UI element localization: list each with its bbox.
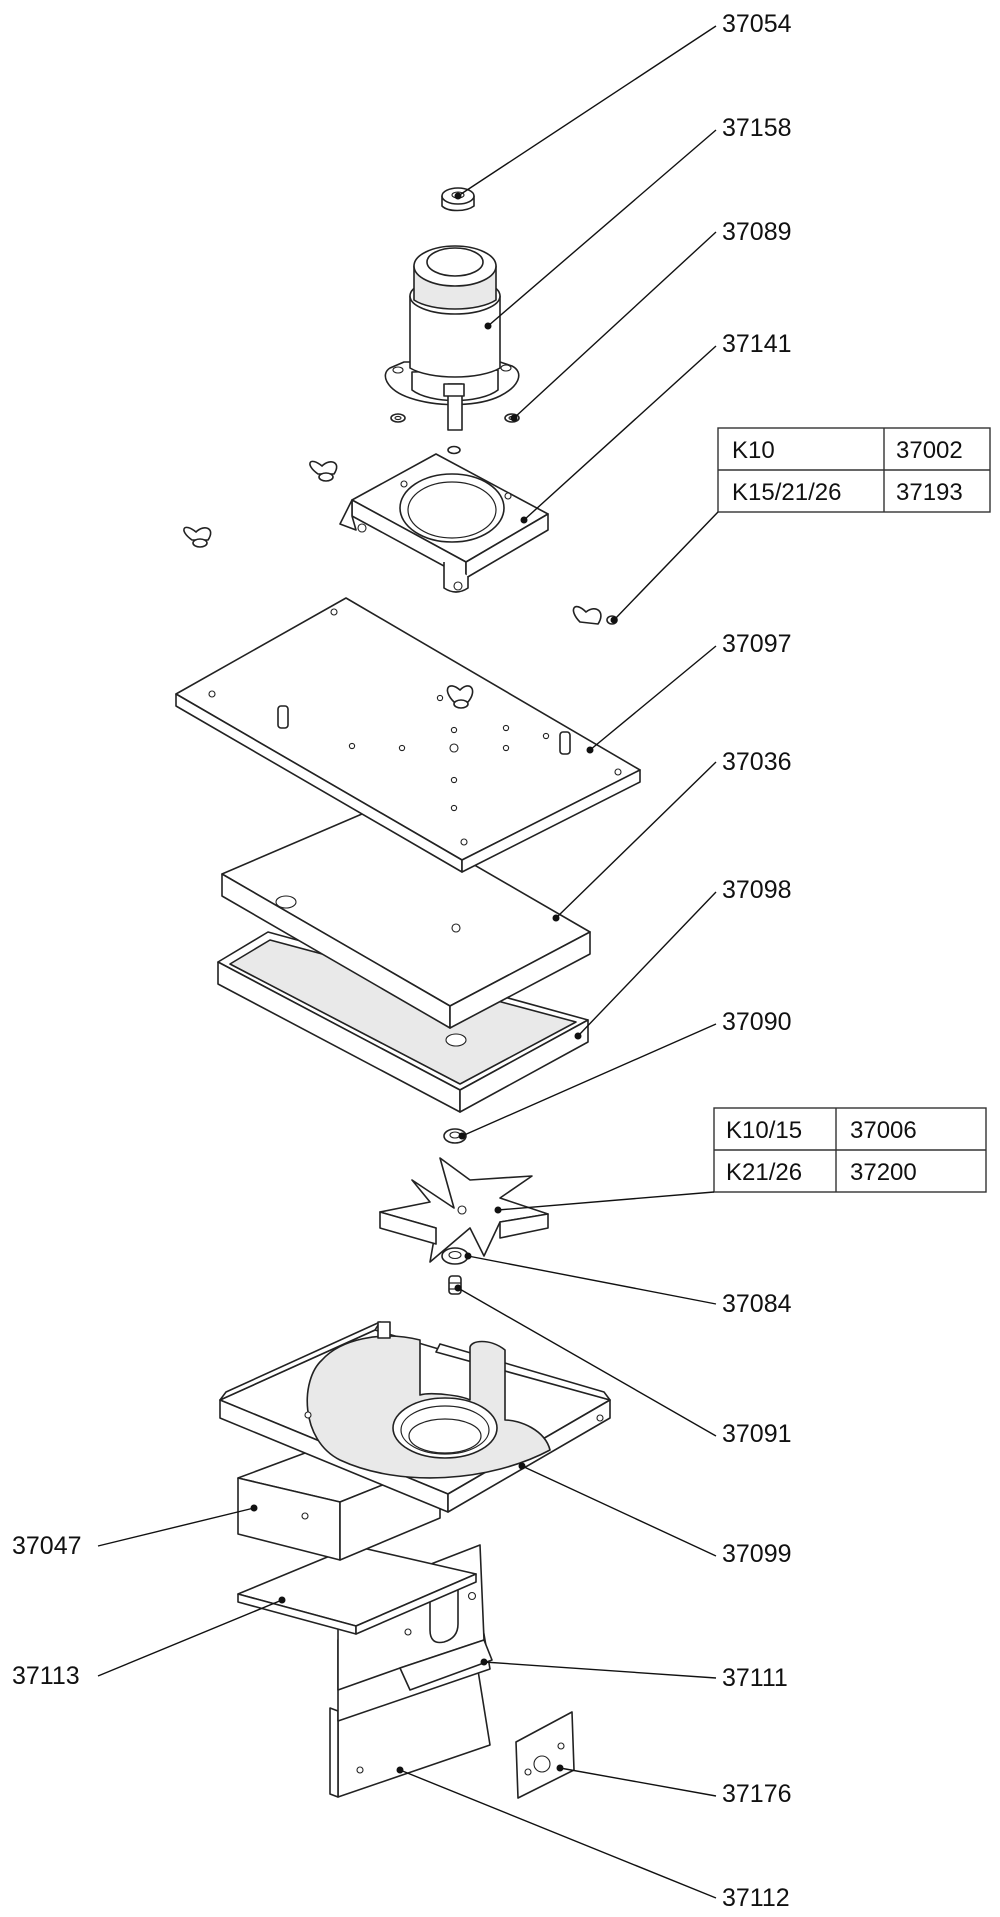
callout-layer: 37054 37158 37089 37141 37097 37036 37098 37090… xyxy=(12,10,792,1912)
part-number-label: 37089 xyxy=(722,218,792,246)
part-number-label: 37090 xyxy=(722,1008,792,1036)
leader-dot xyxy=(278,1596,286,1604)
leader-line xyxy=(483,1661,717,1679)
leader-line xyxy=(521,1465,717,1557)
callout-37098: 37098 xyxy=(574,876,792,1040)
callout-37084: 37084 xyxy=(464,1252,792,1318)
leader-dot xyxy=(458,1132,466,1140)
part-motor xyxy=(384,245,520,431)
callout-37099: 37099 xyxy=(518,1462,792,1568)
leader-dot xyxy=(586,746,594,754)
part-number-label: 37098 xyxy=(722,876,792,904)
leader-line xyxy=(577,891,717,1037)
leader-dot xyxy=(464,1252,472,1260)
part-number-label: 37113 xyxy=(12,1662,80,1690)
leader-line xyxy=(97,1507,255,1547)
variant-table-plate: K10 37002 K15/21/26 37193 xyxy=(717,427,991,513)
part-number-label: 37054 xyxy=(722,10,792,38)
leader-line xyxy=(487,129,717,327)
callout-37111: 37111 xyxy=(480,1658,788,1692)
part-number-label: 37047 xyxy=(12,1532,82,1560)
table-cell-model: K15/21/26 xyxy=(732,479,841,506)
part-block-37036 xyxy=(221,807,591,1047)
callout-37090: 37090 xyxy=(458,1008,792,1140)
variant-table-impeller: K10/15 37006 K21/26 37200 xyxy=(713,1107,987,1193)
part-impeller xyxy=(379,1157,549,1263)
callout-37047: 37047 xyxy=(12,1504,258,1560)
callout-37097: 37097 xyxy=(586,630,792,754)
part-number-label: 37036 xyxy=(722,748,792,776)
part-wing-nut-left xyxy=(183,526,212,548)
part-number-label: 37111 xyxy=(722,1664,788,1692)
part-lower-tray xyxy=(217,931,589,1113)
leader-dot xyxy=(454,1284,462,1292)
part-number-label: 37141 xyxy=(722,330,792,358)
leader-line xyxy=(555,761,717,919)
callout-37176: 37176 xyxy=(556,1764,792,1808)
table-cell-model: K10 xyxy=(732,437,775,464)
callout-37158: 37158 xyxy=(484,114,792,330)
part-thin-plate xyxy=(237,1545,477,1635)
table-cell-part: 37193 xyxy=(896,479,963,506)
table-cell-part: 37200 xyxy=(850,1159,917,1186)
callout-37036: 37036 xyxy=(552,748,792,922)
leader-line xyxy=(457,25,717,197)
leader-dot xyxy=(574,1032,582,1040)
leader-line xyxy=(513,231,717,419)
table-cell-model: K21/26 xyxy=(726,1159,802,1186)
leader-dot xyxy=(518,1462,526,1470)
leader-line xyxy=(589,645,717,751)
leader-dot xyxy=(454,192,462,200)
leader-dot xyxy=(520,516,528,524)
leader-dot xyxy=(484,322,492,330)
part-number-label: 37097 xyxy=(722,630,792,658)
part-number-label: 37099 xyxy=(722,1540,792,1568)
leader-line xyxy=(559,1767,717,1797)
leader-dot xyxy=(480,1658,488,1666)
part-number-label: 37112 xyxy=(722,1884,790,1912)
leader-line xyxy=(467,1255,717,1305)
part-number-label: 37084 xyxy=(722,1290,792,1318)
part-number-label: 37158 xyxy=(722,114,792,142)
leader-dot xyxy=(552,914,560,922)
callout-37091: 37091 xyxy=(454,1284,792,1448)
part-number-label: 37176 xyxy=(722,1780,792,1808)
part-number-label: 37091 xyxy=(722,1420,792,1448)
leader-line xyxy=(97,1599,283,1677)
part-motor-bracket xyxy=(339,453,549,593)
callout-37113: 37113 xyxy=(12,1596,286,1690)
part-wing-nut-center xyxy=(446,685,474,709)
part-wing-nut-right xyxy=(572,605,618,625)
callout-37089: 37089 xyxy=(510,218,792,422)
table-cell-model: K10/15 xyxy=(726,1117,802,1144)
leader-line xyxy=(399,1769,717,1899)
leader-line xyxy=(457,1287,717,1437)
leader-line xyxy=(461,1023,717,1137)
part-small-plate xyxy=(515,1711,575,1799)
leader-dot xyxy=(396,1766,404,1774)
part-main-plate xyxy=(175,597,641,873)
table-leaders xyxy=(494,511,719,1214)
part-volute-tray xyxy=(219,1321,611,1513)
leader-dot xyxy=(250,1504,258,1512)
leader-dot xyxy=(510,414,518,422)
leader-dot xyxy=(556,1764,564,1772)
part-washer-37090 xyxy=(443,1128,467,1144)
callout-37141: 37141 xyxy=(520,330,792,524)
leader-line xyxy=(523,345,717,521)
table-cell-part: 37006 xyxy=(850,1117,917,1144)
callout-37112: 37112 xyxy=(396,1766,790,1912)
callout-37054: 37054 xyxy=(454,10,792,200)
table-cell-part: 37002 xyxy=(896,437,963,464)
part-wing-nut-left-top xyxy=(309,460,338,482)
